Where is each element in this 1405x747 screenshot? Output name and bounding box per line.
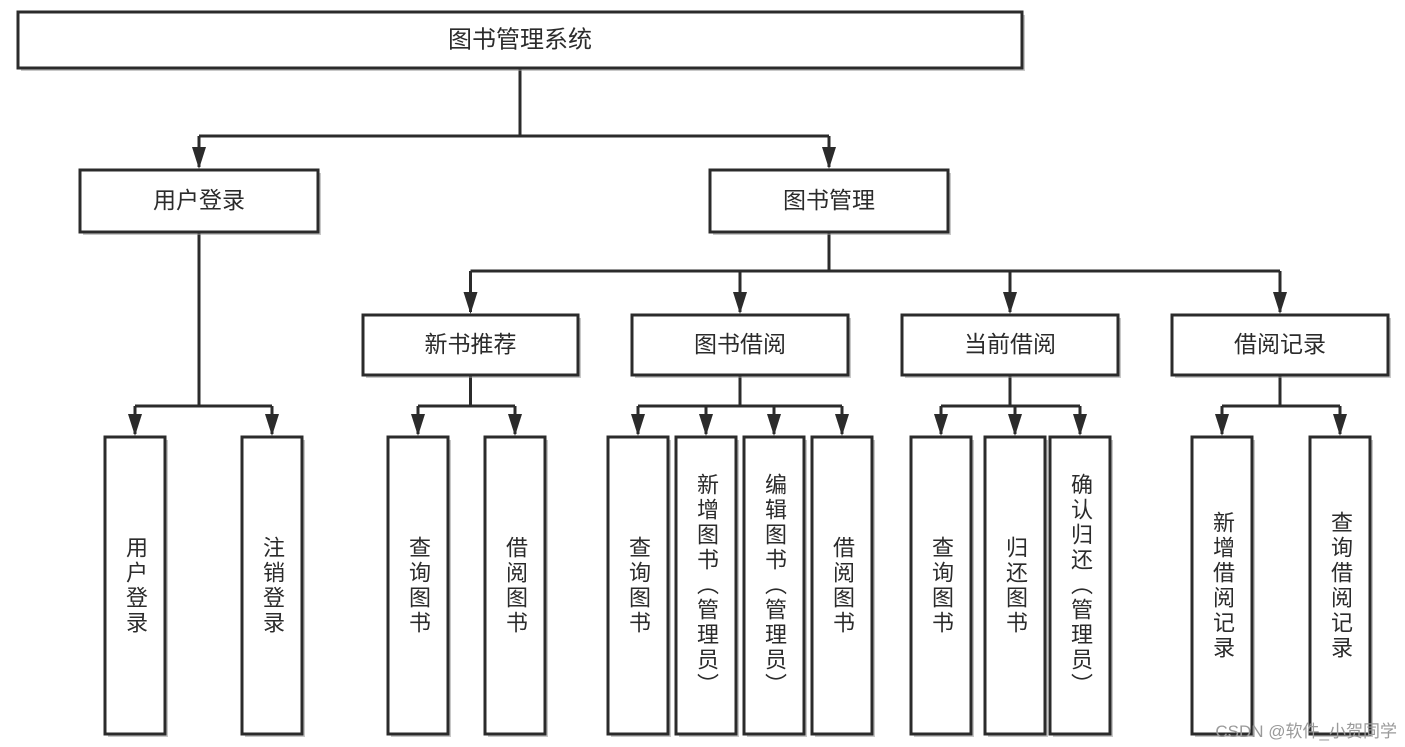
arrow-head (192, 147, 206, 169)
node-label-book-manage: 图书管理 (783, 187, 875, 213)
arrow-head (699, 414, 713, 436)
arrow-head (463, 292, 478, 314)
node-box-book-manage[interactable] (708, 168, 950, 234)
arrow-head (1333, 414, 1347, 436)
node-box-leaf-return-book[interactable] (983, 435, 1047, 736)
node-label-current-borrow: 当前借阅 (964, 331, 1056, 357)
node-label-borrow-record: 借阅记录 (1234, 331, 1326, 357)
node-box-user-login[interactable] (78, 168, 320, 234)
node-box-leaf-edit-book[interactable] (742, 435, 806, 736)
arrow-head (1273, 292, 1287, 314)
node-box-leaf-user-login[interactable] (103, 435, 167, 736)
node-box-leaf-logout[interactable] (240, 435, 304, 736)
arrow-head (822, 147, 836, 169)
node-box-new-book-rec[interactable] (361, 313, 580, 377)
node-box-leaf-borrow-book[interactable] (810, 435, 874, 736)
node-box-leaf-add-record[interactable] (1190, 435, 1254, 736)
arrow-head (631, 414, 645, 436)
arrow-head (934, 414, 948, 436)
arrow-head (1073, 414, 1087, 436)
arrow-head (1008, 414, 1022, 436)
connectors-layer (128, 68, 1347, 436)
arrow-head (835, 414, 849, 436)
node-box-leaf-confirm-return[interactable] (1048, 435, 1112, 736)
arrow-head (265, 414, 279, 436)
node-boxes-layer (16, 10, 1391, 737)
arrow-head (1003, 292, 1017, 314)
node-box-leaf-add-book[interactable] (674, 435, 738, 736)
node-label-book-borrow: 图书借阅 (694, 331, 786, 357)
node-box-leaf-borrow-book-rec[interactable] (483, 435, 547, 736)
arrow-head (411, 414, 425, 436)
arrow-head (733, 292, 747, 314)
watermark-text: CSDN @软件_小贺同学 (1215, 722, 1397, 741)
arrow-head (767, 414, 781, 436)
node-label-new-book-rec: 新书推荐 (425, 331, 517, 357)
node-label-root: 图书管理系统 (448, 26, 592, 53)
arrow-head (1215, 414, 1229, 436)
node-box-root[interactable] (16, 10, 1024, 70)
node-box-leaf-query-book-cur[interactable] (909, 435, 973, 736)
node-box-current-borrow[interactable] (900, 313, 1120, 377)
node-box-leaf-query-book-borrow[interactable] (606, 435, 670, 736)
node-label-user-login: 用户登录 (153, 187, 245, 213)
node-box-borrow-record[interactable] (1170, 313, 1390, 377)
arrow-head (128, 414, 142, 436)
arrow-head (508, 414, 522, 436)
node-box-leaf-query-book-rec[interactable] (386, 435, 450, 736)
node-box-leaf-query-record[interactable] (1308, 435, 1372, 736)
node-box-book-borrow[interactable] (630, 313, 850, 377)
